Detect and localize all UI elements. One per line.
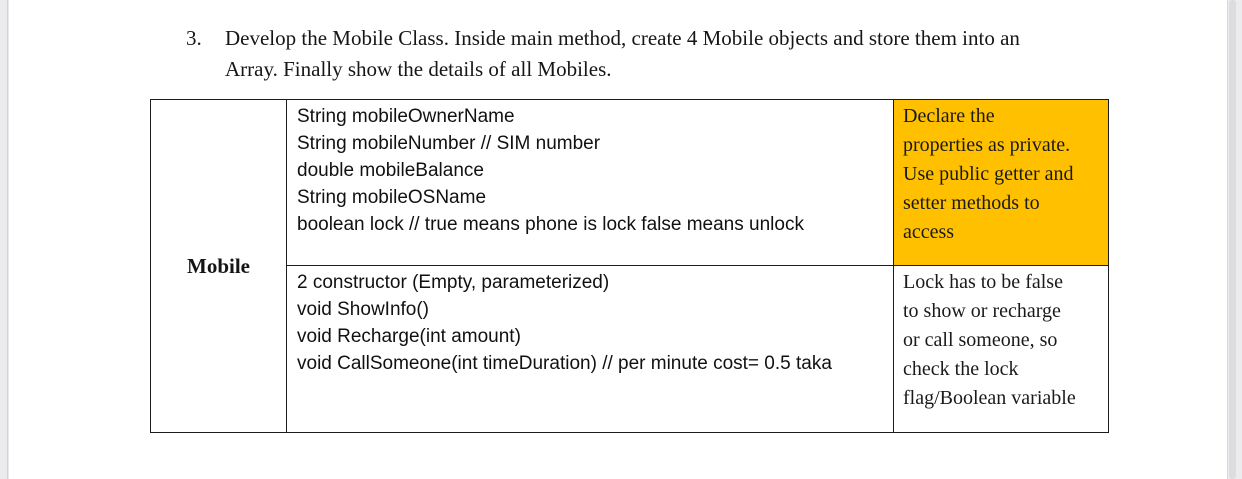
page-right-margin (1227, 0, 1242, 479)
method-line: void Recharge(int amount) (297, 326, 521, 347)
property-line: double mobileBalance (297, 160, 484, 181)
class-name-label: Mobile (187, 253, 250, 278)
method-line: void CallSomeone(int timeDuration) // pe… (297, 353, 832, 374)
method-line: 2 constructor (Empty, parameterized) (297, 272, 610, 293)
scrollbar[interactable] (1229, 0, 1236, 479)
note-line: flag/Boolean variable (903, 387, 1076, 409)
methods-cell: 2 constructor (Empty, parameterized) voi… (287, 266, 894, 432)
exercise-text: Develop the Mobile Class. Inside main me… (225, 26, 1020, 81)
note-line: to show or recharge (903, 300, 1061, 322)
methods-note-cell: Lock has to be false to show or recharge… (894, 266, 1108, 432)
method-line: void ShowInfo() (297, 299, 430, 320)
note-line: access (903, 221, 955, 243)
exercise-number: 3. (186, 26, 202, 50)
note-line: setter methods to (903, 192, 1040, 214)
class-name-cell: Mobile (151, 100, 287, 432)
property-line: String mobileOwnerName (297, 106, 515, 127)
property-line: String mobileNumber // SIM number (297, 133, 601, 154)
document-page: 3. Develop the Mobile Class. Inside main… (9, 0, 1227, 479)
note-line: or call someone, so (903, 329, 1058, 351)
note-line: Lock has to be false (903, 271, 1063, 293)
page-left-margin (0, 0, 8, 479)
note-line: check the lock (903, 358, 1019, 380)
exercise-item: 3. Develop the Mobile Class. Inside main… (186, 23, 1076, 85)
note-line: properties as private. (903, 134, 1071, 156)
properties-cell: String mobileOwnerName String mobileNumb… (287, 100, 894, 266)
note-line: Use public getter and (903, 163, 1074, 185)
mobile-class-table: Mobile String mobileOwnerName String mob… (150, 99, 1109, 433)
property-line: String mobileOSName (297, 187, 487, 208)
note-line: Declare the (903, 105, 995, 127)
property-line: boolean lock // true means phone is lock… (297, 214, 804, 235)
properties-note-cell: Declare the properties as private. Use p… (894, 100, 1108, 266)
